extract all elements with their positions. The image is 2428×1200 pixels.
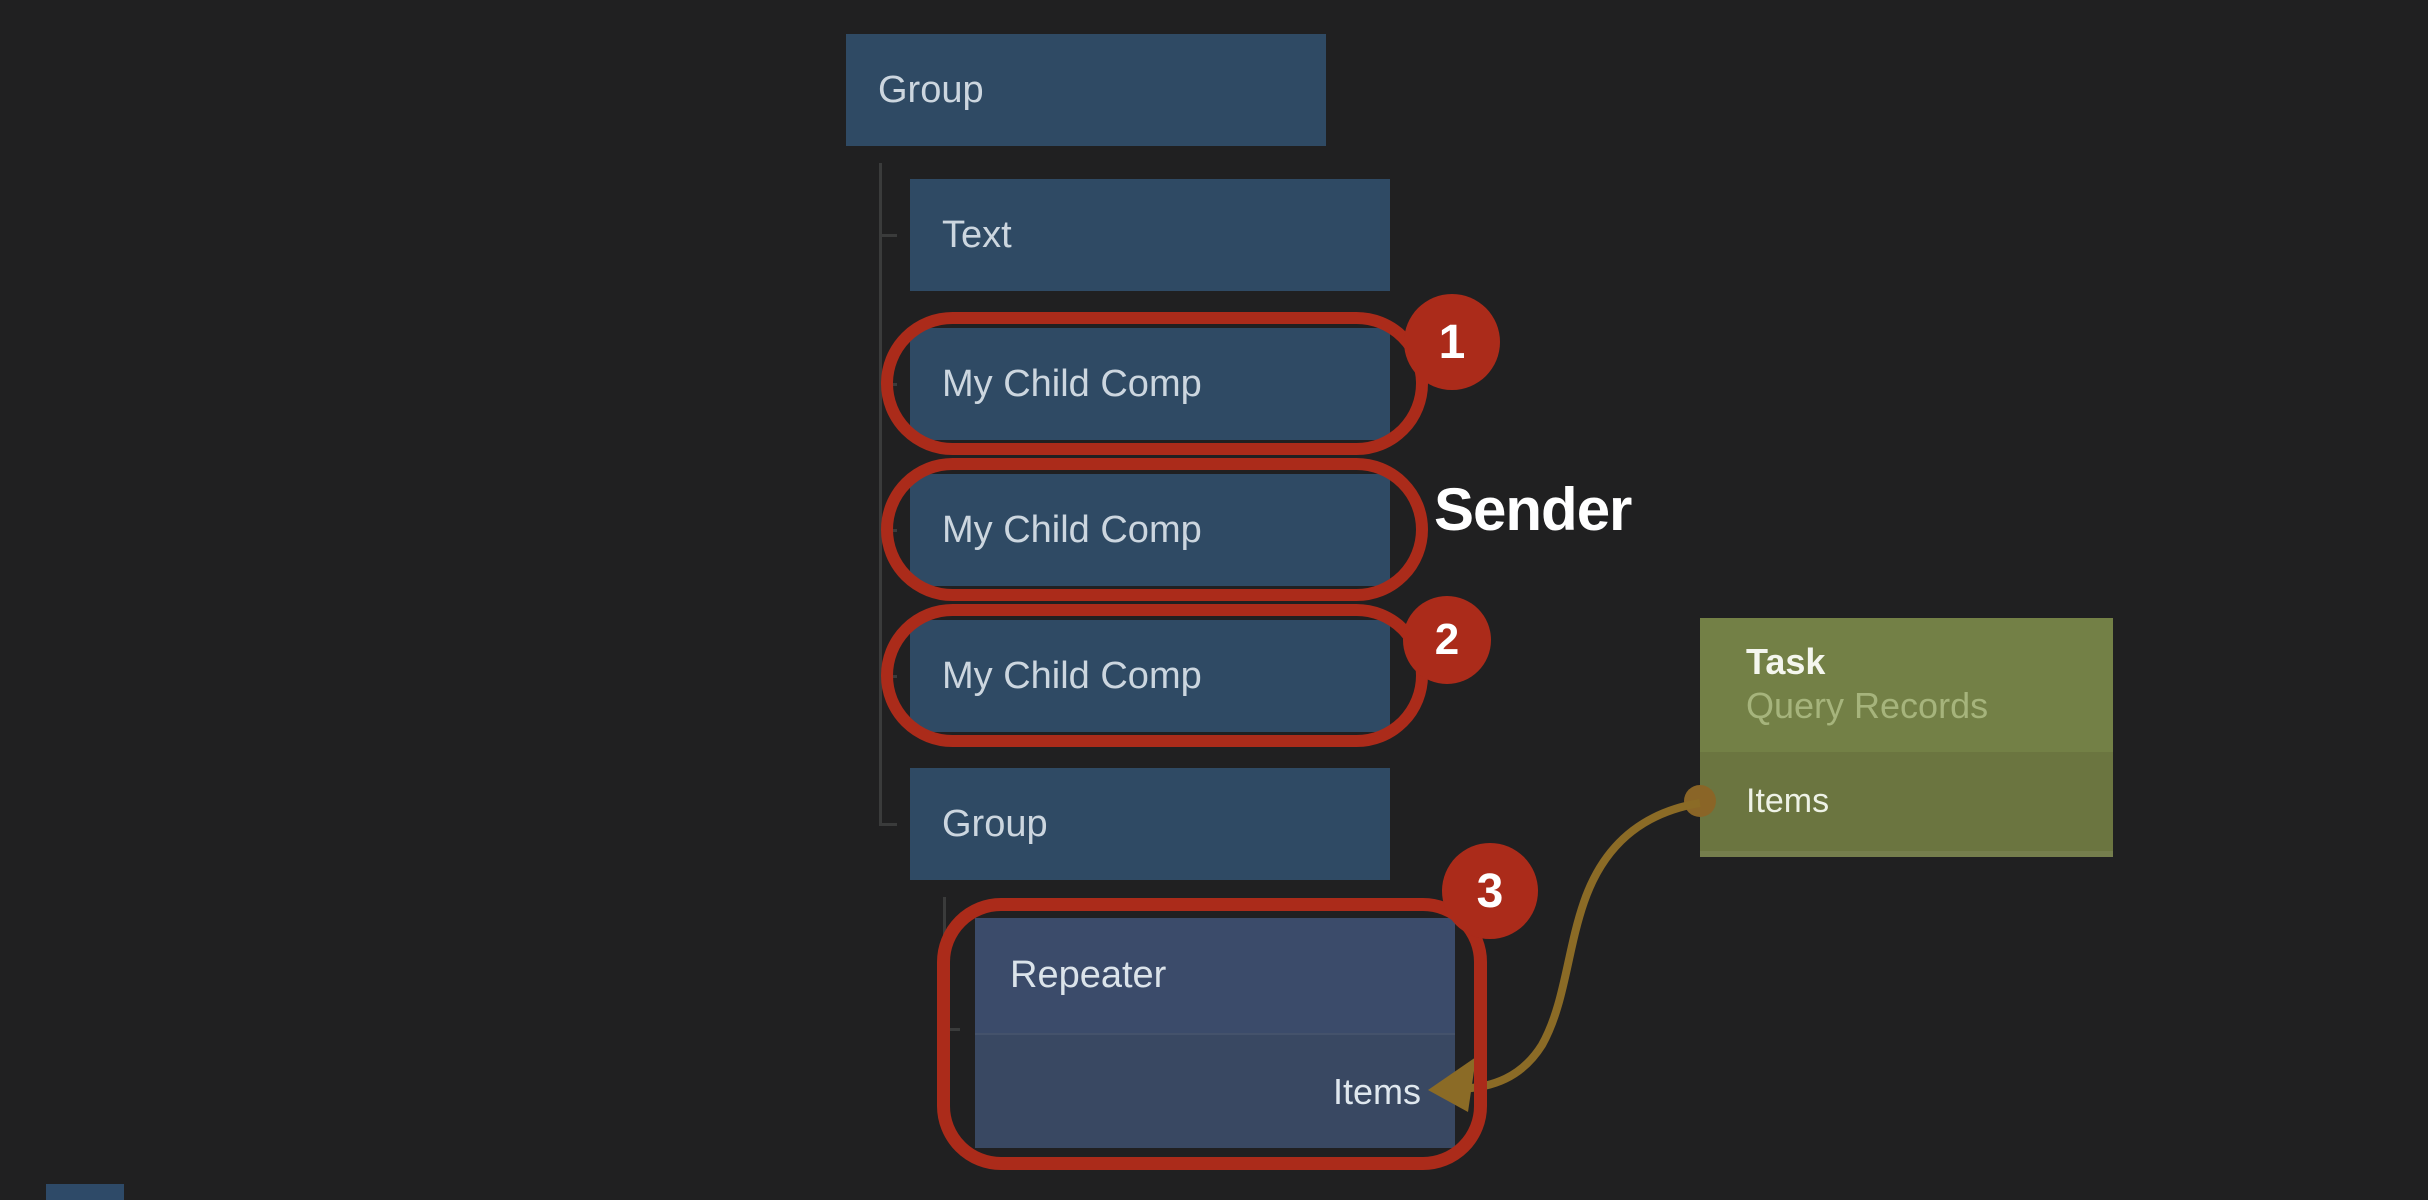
tree-node-label: Group (942, 802, 1048, 845)
tree-connector-tick (943, 1028, 960, 1031)
annotation-badge-3: 3 (1442, 843, 1538, 939)
annotation-circle-sender (881, 458, 1428, 601)
badge-number: 1 (1438, 315, 1466, 369)
tree-node-label: My Child Comp (942, 508, 1202, 551)
tree-node-label: My Child Comp (942, 654, 1202, 697)
annotation-circle-1 (881, 312, 1428, 455)
tree-node-my-child-comp-1[interactable]: My Child Comp (910, 328, 1390, 440)
tree-node-label: Text (942, 213, 1012, 256)
tree-node-text[interactable]: Text (910, 179, 1390, 291)
tree-connector-line-level1 (879, 163, 882, 824)
output-port-dot-icon[interactable] (1684, 785, 1716, 817)
tree-connector-tick (879, 823, 897, 826)
tree-node-my-child-comp-3[interactable]: My Child Comp (910, 620, 1390, 732)
annotation-badge-2: 2 (1403, 596, 1491, 684)
task-body: Items (1700, 752, 2113, 857)
tree-node-group-nested[interactable]: Group (910, 768, 1390, 880)
repeater-header[interactable]: Repeater (975, 918, 1455, 1033)
tree-node-my-child-comp-2[interactable]: My Child Comp (910, 474, 1390, 586)
annotation-badge-1: 1 (1404, 294, 1500, 390)
tree-node-label: Group (878, 68, 984, 111)
repeater-body: Items (975, 1033, 1455, 1148)
task-subtitle: Query Records (1746, 685, 1989, 726)
tree-connector-tick (879, 234, 897, 237)
sender-label: Sender (1434, 476, 1632, 543)
tree-node-repeater[interactable]: Repeater Items (975, 918, 1455, 1148)
repeater-items-property[interactable]: Items (1332, 1070, 1421, 1112)
tree-node-label: Repeater (1010, 954, 1167, 996)
annotation-circle-2 (881, 604, 1428, 747)
task-title: Task (1746, 641, 1826, 682)
badge-number: 2 (1434, 615, 1460, 664)
task-header: Task Query Records (1700, 618, 2113, 752)
partial-node-fragment (46, 1184, 124, 1200)
task-items-property[interactable]: Items (1746, 782, 1830, 820)
task-node[interactable]: Task Query Records Items (1684, 618, 2113, 857)
badge-number: 3 (1476, 864, 1504, 918)
tree-node-label: My Child Comp (942, 362, 1202, 405)
annotation-circle-3 (937, 898, 1487, 1170)
tree-node-group-root[interactable]: Group (846, 34, 1326, 146)
